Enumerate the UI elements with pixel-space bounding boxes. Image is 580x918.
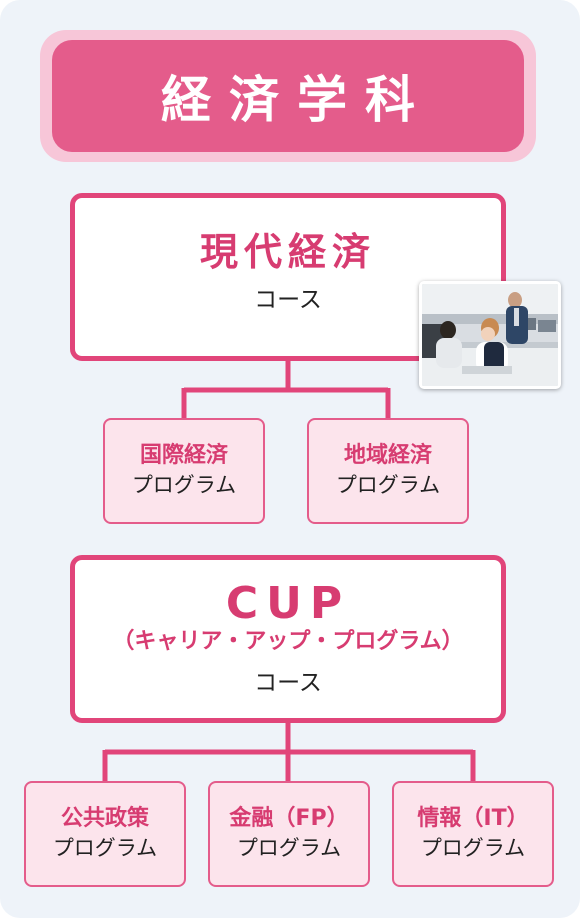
program-box-international-economics: 国際経済 プログラム [103,418,265,524]
program-box-information-it: 情報（IT） プログラム [392,781,554,887]
course-name: CUP [225,577,351,629]
course-box-cup: CUP （キャリア・アップ・プログラム） コース [70,555,506,723]
classroom-photo [419,281,561,389]
program-name: 国際経済 [139,443,228,468]
program-suffix: プログラム [420,835,526,860]
classroom-photo-illustration [422,284,558,386]
program-name: 公共政策 [60,806,149,831]
program-box-public-policy: 公共政策 プログラム [24,781,186,887]
program-name: 金融（FP） [229,806,349,831]
program-box-regional-economics: 地域経済 プログラム [307,418,469,524]
department-title: 経済学科 [161,71,433,129]
program-box-finance-fp: 金融（FP） プログラム [208,781,370,887]
course-name: 現代経済 [199,230,376,275]
program-suffix: プログラム [236,835,342,860]
program-name: 情報（IT） [417,806,529,831]
title-banner: 経済学科 [52,40,524,152]
program-suffix: プログラム [335,472,441,497]
course-subtitle: （キャリア・アップ・プログラム） [112,628,464,654]
course-suffix: コース [254,670,322,697]
program-suffix: プログラム [131,472,237,497]
program-name: 地域経済 [343,443,432,468]
course-suffix: コース [254,286,322,313]
program-suffix: プログラム [52,835,158,860]
